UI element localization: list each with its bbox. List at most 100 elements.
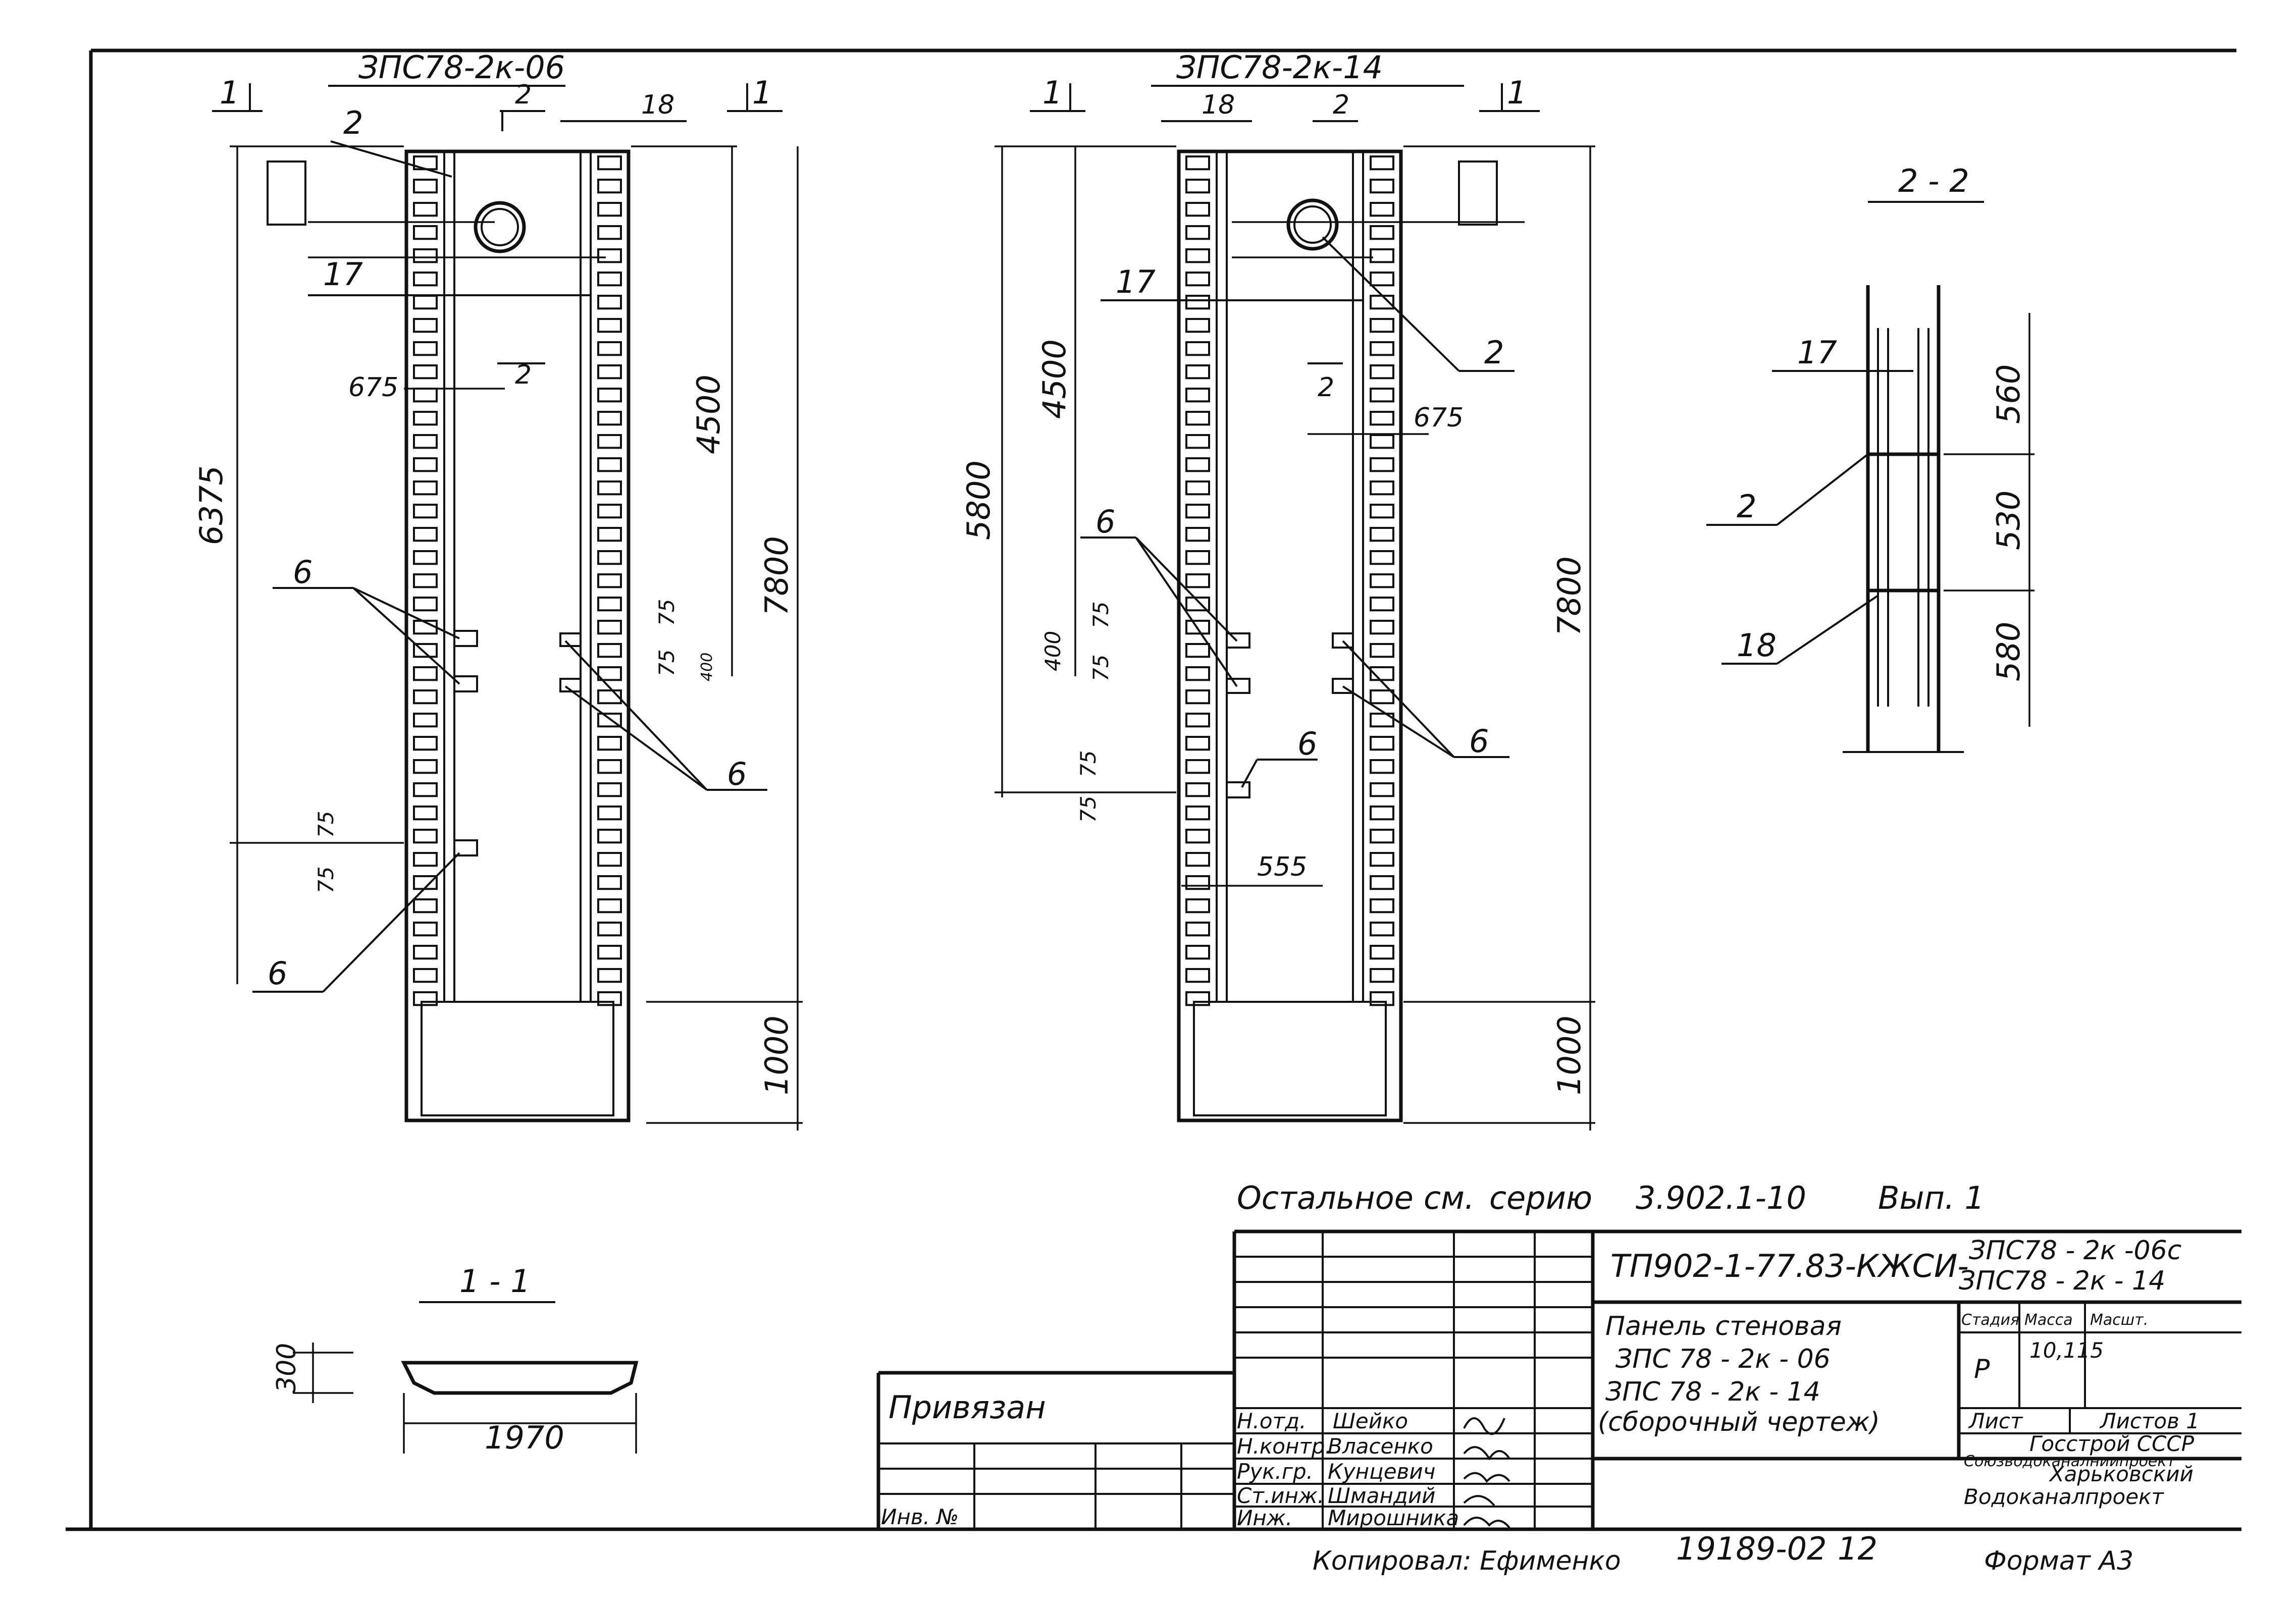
rebar-rung <box>1370 457 1394 472</box>
panel-a: ЗПС78-2к-06 1 1 2 18 <box>193 49 803 1131</box>
rebar-rung <box>597 272 622 287</box>
rebar-rung <box>413 434 438 449</box>
rebar-rung <box>1185 736 1210 751</box>
rebar-rung <box>597 388 622 403</box>
panel-a-dim-span: 4500 <box>690 374 727 454</box>
panel-b-dim-75d: 75 <box>1076 796 1101 823</box>
rebar-rung <box>1370 388 1394 403</box>
role-5: Инж. <box>1237 1506 1292 1530</box>
section-1-1-dim-thick: 300 <box>272 1343 302 1393</box>
note-series: серию <box>1489 1179 1592 1216</box>
rebar-rung <box>1185 295 1210 310</box>
rebar-rung <box>1370 991 1394 1006</box>
rebar-rung <box>1185 852 1210 867</box>
panel-a-callout-17: 17 <box>323 256 363 293</box>
doc-name-3: ЗПС 78 - 2к - 14 <box>1605 1377 1820 1407</box>
rebar-rung <box>597 620 622 635</box>
panel-b-dim-555: 555 <box>1257 852 1307 882</box>
rebar-rung <box>413 225 438 240</box>
panel-a-dim-400: 400 <box>698 653 716 681</box>
rebar-rung <box>1185 434 1210 449</box>
role-2: Н.контр. <box>1237 1434 1332 1459</box>
org-line-4: Водоканалпроект <box>1964 1484 2164 1509</box>
rebar-rung <box>1370 597 1394 612</box>
panel-b: ЗПС78-2к-14 1 1 18 2 5800 4500 <box>960 49 1595 1131</box>
rebar-rung <box>413 922 438 937</box>
rebar-rung <box>1185 597 1210 612</box>
rebar-rung <box>1185 225 1210 240</box>
title-block-grid <box>878 1231 2241 1529</box>
org-line-1: Госстрой СССР <box>2029 1431 2195 1456</box>
rebar-rung <box>413 968 438 983</box>
rebar-rung <box>1370 272 1394 287</box>
panel-b-dim-75b: 75 <box>1088 655 1113 681</box>
rebar-rung <box>1185 875 1210 890</box>
rebar-rung <box>597 411 622 426</box>
panel-a-left-ladder <box>413 155 438 1006</box>
name-1: Шейко <box>1333 1409 1408 1433</box>
rebar-rung <box>413 457 438 472</box>
signature-marks <box>1463 1417 1510 1529</box>
rebar-rung <box>597 922 622 937</box>
panel-a-callout-6c: 6 <box>268 955 287 992</box>
panel-b-section-mark-2: 2 <box>1318 372 1334 403</box>
rebar-rung <box>1370 550 1394 565</box>
rebar-rung <box>597 550 622 565</box>
panel-b-left-ladder <box>1185 155 1210 1006</box>
panel-a-dim-75a: 75 <box>654 599 679 626</box>
name-4: Шмандий <box>1328 1483 1435 1508</box>
rebar-rung <box>1185 945 1210 960</box>
rebar-rung <box>413 295 438 310</box>
section-1-1-dim-width: 1970 <box>485 1419 564 1456</box>
panel-a-callout-6b: 6 <box>727 756 747 792</box>
panel-b-dim-height: 7800 <box>1551 556 1588 636</box>
mass-value: 10,115 <box>2029 1338 2104 1363</box>
panel-a-callout-2: 2 <box>343 104 363 141</box>
page-number: 12 <box>1838 1530 1877 1567</box>
doc-code: ТП902-1-77.83-КЖСИ- <box>1610 1248 1969 1284</box>
rebar-rung <box>1370 689 1394 705</box>
rebar-rung <box>1185 898 1210 914</box>
rebar-rung <box>597 689 622 705</box>
rebar-rung <box>597 573 622 588</box>
rebar-rung <box>597 852 622 867</box>
panel-b-title: ЗПС78-2к-14 <box>1176 49 1383 86</box>
rebar-rung <box>597 364 622 380</box>
rebar-rung <box>597 991 622 1006</box>
stage-value: Р <box>1974 1354 1990 1384</box>
rebar-rung <box>413 597 438 612</box>
archive-number: 19189-02 <box>1676 1530 1827 1567</box>
rebar-rung <box>1370 620 1394 635</box>
rebar-rung <box>1370 898 1394 914</box>
rebar-rung <box>1185 248 1210 263</box>
role-1: Н.отд. <box>1237 1409 1306 1433</box>
section-1-1: 1 - 1 1970 300 <box>272 1263 639 1456</box>
rebar-rung <box>597 295 622 310</box>
rebar-rung <box>597 759 622 774</box>
org-line-2: Союзводоканалниипроект <box>1964 1453 2176 1470</box>
role-4: Ст.инж. <box>1237 1483 1324 1508</box>
name-3: Кунцевич <box>1328 1459 1435 1484</box>
rebar-rung <box>1185 527 1210 542</box>
rebar-rung <box>1370 643 1394 658</box>
rebar-rung <box>597 341 622 356</box>
rebar-rung <box>1185 550 1210 565</box>
rebar-rung <box>597 736 622 751</box>
section-1-1-title: 1 - 1 <box>459 1263 531 1300</box>
rebar-rung <box>413 782 438 797</box>
panel-a-dim-total: 6375 <box>193 465 230 545</box>
rebar-rung <box>413 852 438 867</box>
rebar-rung <box>597 968 622 983</box>
panel-b-callout-18: 18 <box>1202 90 1235 120</box>
panel-b-section-mark: 2 <box>1333 90 1349 120</box>
rebar-rung <box>1185 179 1210 194</box>
mass-header: Масса <box>2024 1311 2073 1329</box>
rebar-rung <box>1185 411 1210 426</box>
panel-a-title: ЗПС78-2к-06 <box>358 49 565 86</box>
doc-name-2: ЗПС 78 - 2к - 06 <box>1615 1344 1831 1374</box>
rebar-rung <box>597 155 622 171</box>
section-2-2: 2 - 2 560 530 580 17 2 18 <box>1706 163 2034 753</box>
rebar-rung <box>1370 736 1394 751</box>
rebar-rung <box>1370 852 1394 867</box>
